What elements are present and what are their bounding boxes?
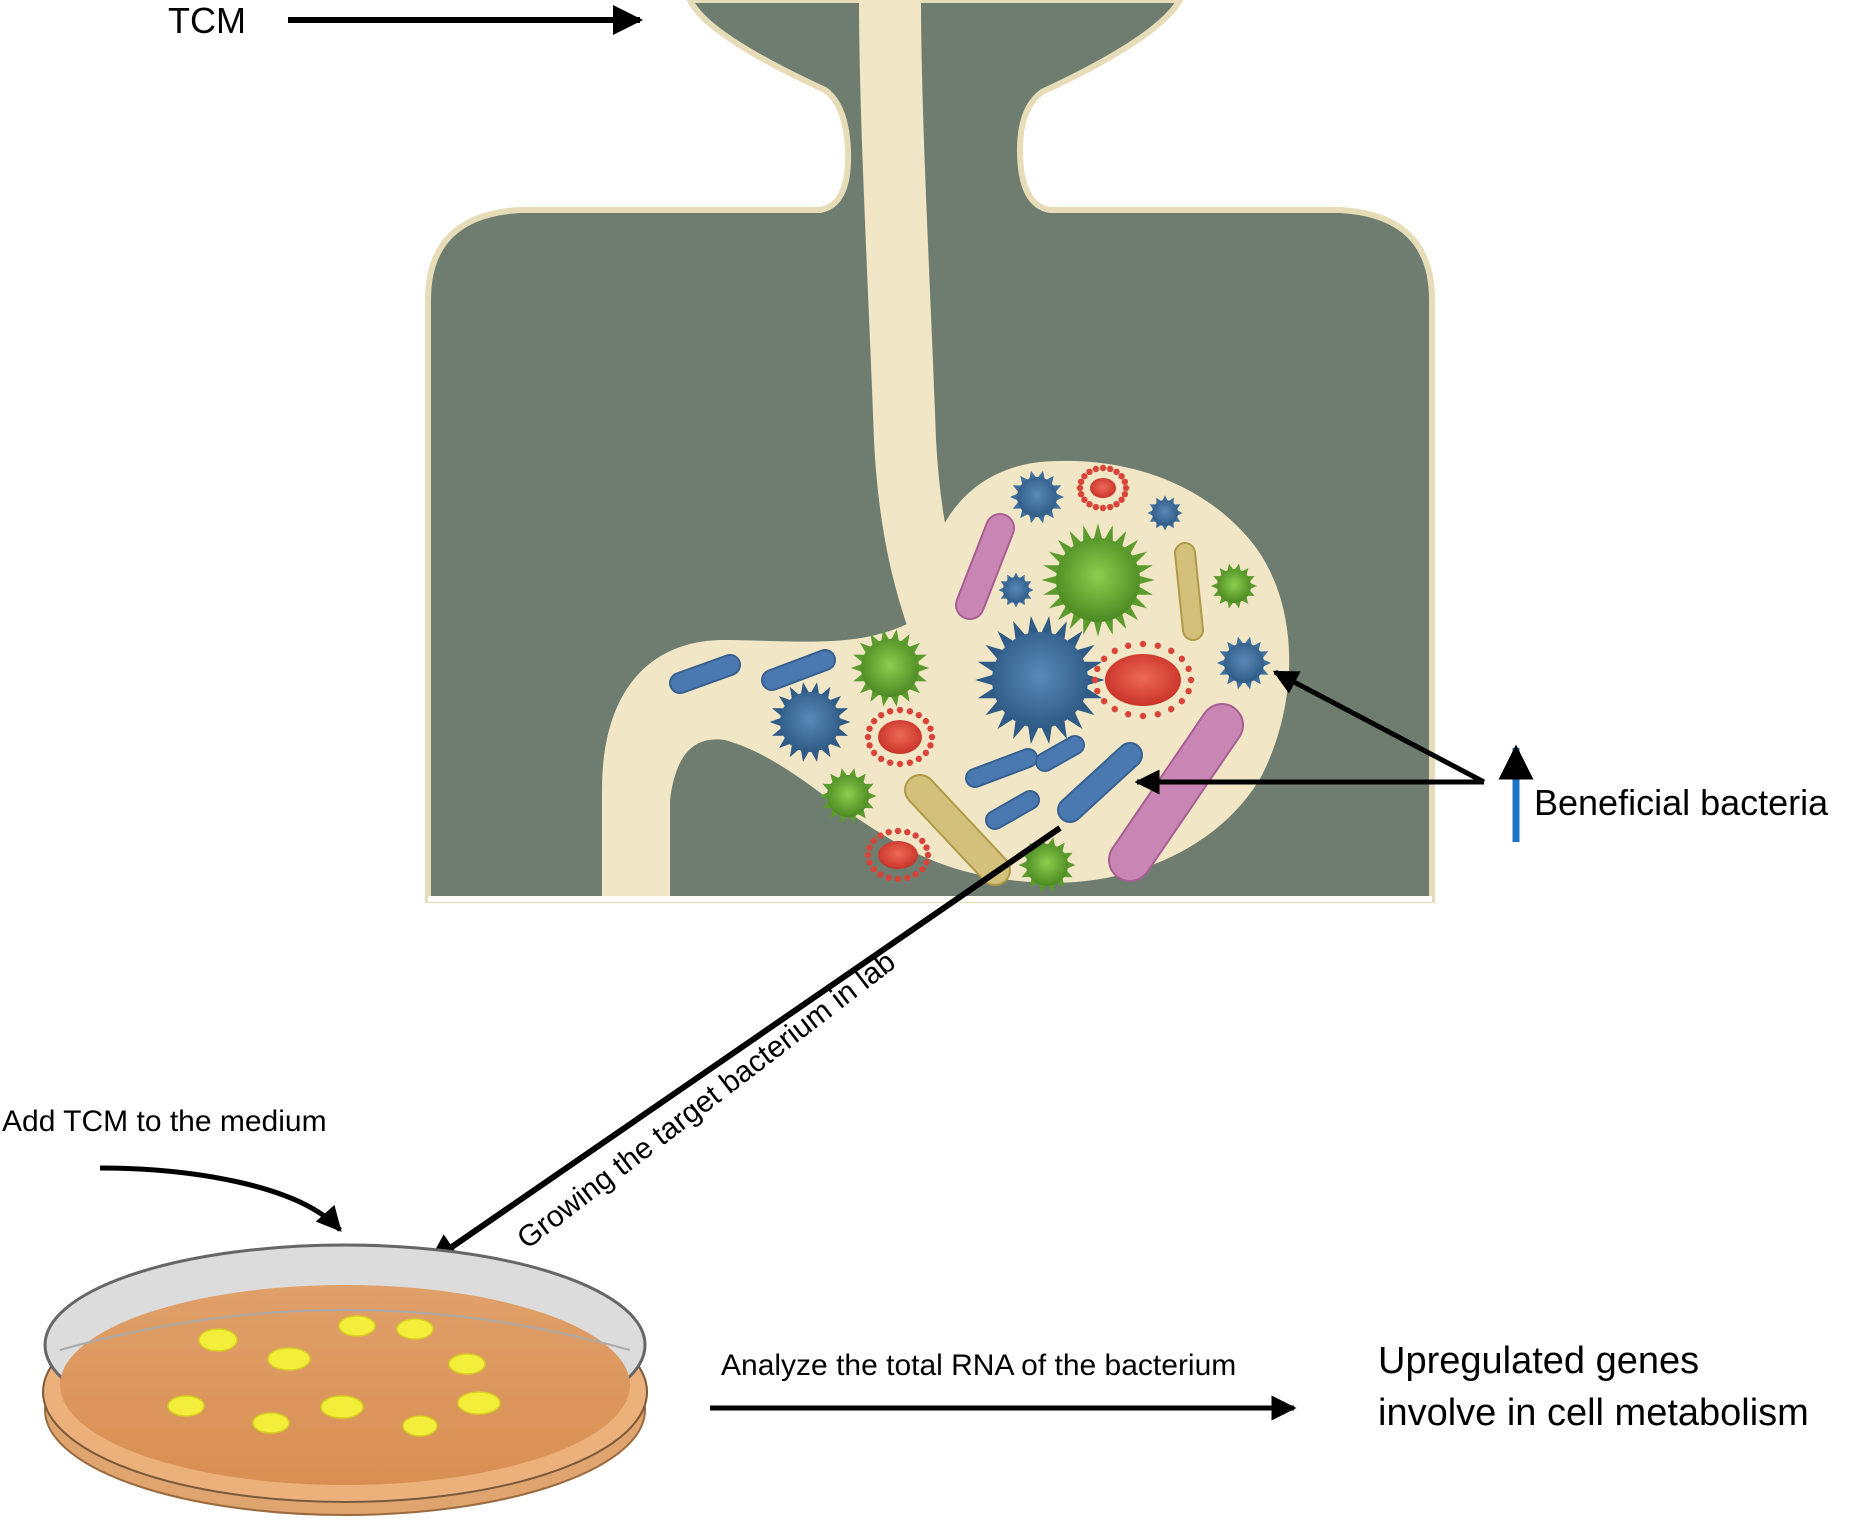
beneficial-bacteria-arrows [1134,669,1486,795]
growing-label: Growing the target bacterium in lab [511,945,902,1255]
result-line-1: Upregulated genes [1378,1340,1699,1382]
bacterial-colony [457,1391,501,1415]
green-virus [1018,837,1076,893]
bacterial-colony [448,1353,486,1375]
green-virus [819,768,877,824]
bacterial-colony [402,1415,438,1437]
analyze-label: Analyze the total RNA of the bacterium [721,1349,1236,1382]
tcm-label: TCM [168,0,246,41]
green-virus [1211,563,1257,609]
result-line-2: involve in cell metabolism [1378,1392,1809,1434]
bacterial-colony [198,1328,238,1352]
bacterial-colony [167,1395,205,1417]
bacterial-colony [338,1315,376,1337]
bacterial-colony [320,1395,364,1419]
bacterial-colony [396,1318,434,1340]
beneficial-bacteria-label: Beneficial bacteria [1534,782,1829,823]
red-bacterium [1076,464,1130,512]
microbes-group [669,464,1271,893]
blue-virus [998,572,1034,608]
growing-arrow [427,825,1062,1265]
bacterial-colony [252,1412,290,1434]
blue-virus [1217,636,1271,690]
bacterial-colony [267,1347,311,1371]
red-bacterium [1091,640,1195,720]
gut-microbiota-illustration [425,0,1435,903]
blue-virus [1147,495,1183,531]
colonies-group [167,1315,501,1437]
green-virus [1041,523,1155,637]
green-virus [850,629,930,707]
blue-virus [975,615,1105,745]
blue-virus [769,682,851,762]
red-bacterium [864,706,936,768]
blue-virus [1010,470,1064,524]
add-tcm-label: Add TCM to the medium [2,1105,327,1138]
petri-dish-icon [42,1243,648,1516]
add-tcm-arrow [99,1165,342,1232]
esophagus [859,0,976,671]
red-bacterium [864,827,932,883]
